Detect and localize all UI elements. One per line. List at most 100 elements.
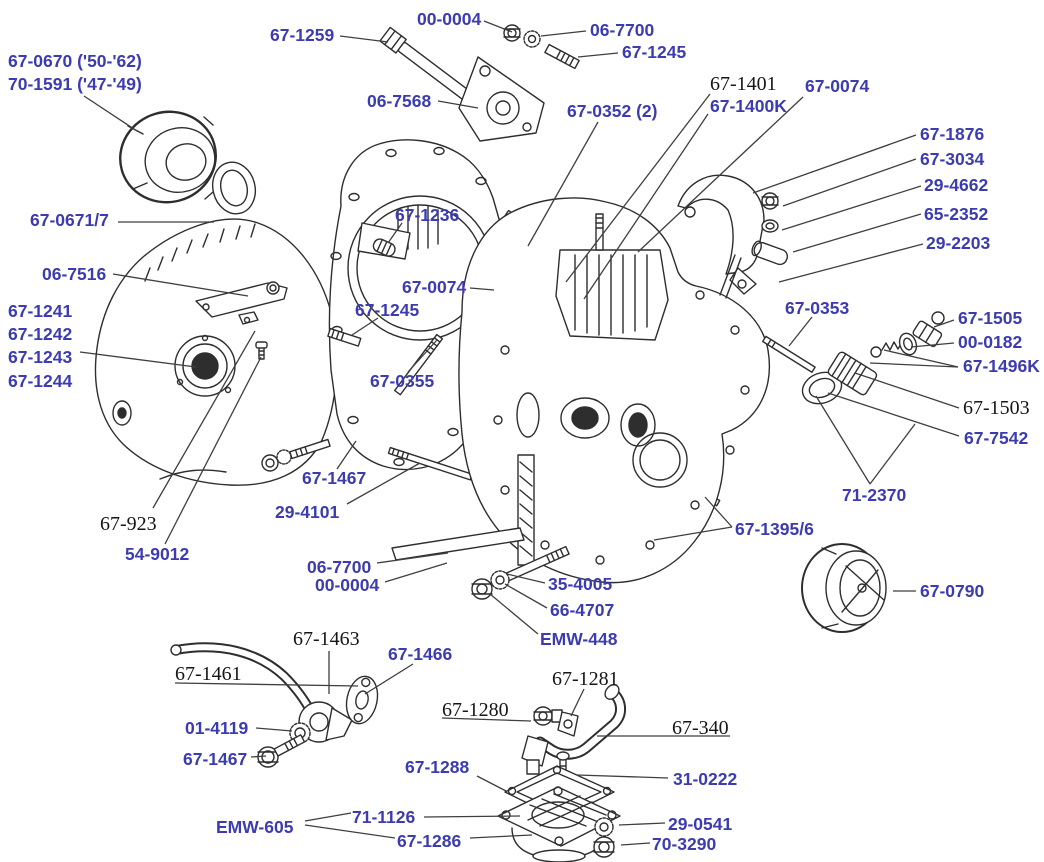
leader-line xyxy=(752,134,917,194)
part-label-67-3034: 67-3034 xyxy=(920,149,984,169)
leader-line xyxy=(250,755,267,758)
leader-line xyxy=(570,688,585,717)
leader-line xyxy=(704,496,733,528)
part-label-67-1236: 67-1236 xyxy=(395,205,459,225)
leader-line xyxy=(376,552,449,564)
leader-line xyxy=(527,121,599,247)
small-screw-drawing xyxy=(255,341,268,360)
leader-line xyxy=(782,158,917,207)
part-label-67-0074: 67-0074 xyxy=(805,76,869,96)
lever-bolt-drawing xyxy=(257,734,306,768)
part-label-71-2370: 71-2370 xyxy=(842,485,906,505)
part-label-29-4662: 29-4662 xyxy=(924,175,988,195)
leader-lines xyxy=(79,20,960,846)
part-label-67-1241: 67-1241 xyxy=(8,301,72,321)
leader-line xyxy=(476,775,507,792)
leader-line xyxy=(576,774,669,779)
cover-bracket-drawing xyxy=(195,281,288,318)
part-label-06-7516: 06-7516 xyxy=(42,264,106,284)
leader-line xyxy=(112,273,249,297)
leader-line xyxy=(933,319,955,328)
leader-line xyxy=(577,52,619,58)
leader-line xyxy=(441,717,532,722)
part-drawings xyxy=(94,24,945,862)
part-label-67-1245: 67-1245 xyxy=(622,42,686,62)
part-label-66-4707: 66-4707 xyxy=(550,600,614,620)
filter-plate-drawing xyxy=(497,786,621,847)
part-label-67-923: 67-923 xyxy=(100,513,157,535)
part-label-01-4119: 01-4119 xyxy=(185,718,249,738)
part-label-06-7568: 06-7568 xyxy=(367,91,431,111)
part-label-70-1591-47-49: 70-1591 ('47-'49) xyxy=(8,74,142,94)
banjo-bolt-drawing xyxy=(533,706,563,726)
clamp-washer-drawing xyxy=(761,219,779,233)
part-label-67-1243: 67-1243 xyxy=(8,347,72,367)
leader-line xyxy=(152,330,256,509)
part-label-67-1503: 67-1503 xyxy=(963,397,1030,419)
leader-line xyxy=(489,593,539,635)
part-label-00-0004: 00-0004 xyxy=(417,9,481,29)
part-label-65-2352: 65-2352 xyxy=(924,204,988,224)
leader-line xyxy=(815,395,871,485)
leader-line xyxy=(565,93,711,283)
leader-line xyxy=(469,287,495,291)
part-label-54-9012: 54-9012 xyxy=(125,544,189,564)
part-label-70-3290: 70-3290 xyxy=(652,834,716,854)
roller-pin-drawing xyxy=(372,238,396,257)
clamp-spacer-drawing xyxy=(751,240,789,266)
part-label-67-7542: 67-7542 xyxy=(964,428,1028,448)
cover-bolt-assembly-drawing xyxy=(261,438,331,472)
part-label-67-1259: 67-1259 xyxy=(270,25,334,45)
release-valve-assembly-drawing xyxy=(762,311,945,405)
sump-star-washer-drawing xyxy=(594,817,614,837)
bracket-plate-drawing xyxy=(458,56,545,142)
part-label-67-1395-6: 67-1395/6 xyxy=(735,519,814,539)
part-label-35-4005: 35-4005 xyxy=(548,574,612,594)
leader-line xyxy=(792,213,922,253)
part-labels: 67-0670 ('50-'62)70-1591 ('47-'49)67-067… xyxy=(8,9,1040,854)
part-label-67-0074: 67-0074 xyxy=(402,277,466,297)
leader-line xyxy=(506,573,546,584)
leader-line xyxy=(255,727,293,732)
part-label-67-1242: 67-1242 xyxy=(8,324,72,344)
leader-line xyxy=(653,526,733,541)
part-label-67-1288: 67-1288 xyxy=(405,757,469,777)
leader-line xyxy=(423,815,521,818)
leader-line xyxy=(336,440,357,470)
part-label-71-1126: 71-1126 xyxy=(352,807,416,827)
part-label-00-0004: 00-0004 xyxy=(315,575,379,595)
leader-line xyxy=(781,185,922,231)
leader-line xyxy=(407,339,438,373)
leader-line xyxy=(469,834,533,839)
leader-line xyxy=(346,462,421,505)
pipe-clip-drawing xyxy=(557,711,579,737)
part-label-67-1467: 67-1467 xyxy=(302,468,366,488)
timing-side-crankcase-drawing xyxy=(391,197,771,584)
part-label-67-1876: 67-1876 xyxy=(920,124,984,144)
leader-line xyxy=(540,30,587,37)
cover-clip-drawing xyxy=(238,311,259,325)
leader-line xyxy=(164,356,262,545)
part-label-67-1286: 67-1286 xyxy=(397,831,461,851)
part-label-31-0222: 31-0222 xyxy=(673,769,737,789)
leader-line xyxy=(304,824,396,839)
part-label-67-1400k: 67-1400K xyxy=(710,96,787,116)
round-cover-drawing xyxy=(801,543,887,633)
leader-line xyxy=(364,663,414,695)
part-label-67-0790: 67-0790 xyxy=(920,581,984,601)
part-label-emw-605: EMW-605 xyxy=(216,817,294,837)
part-label-67-1280: 67-1280 xyxy=(442,699,509,721)
leader-line xyxy=(504,583,548,609)
leader-line xyxy=(384,562,448,583)
leader-line xyxy=(387,222,403,244)
leader-line xyxy=(83,95,138,132)
lever-gasket-drawing xyxy=(345,675,379,725)
main-bearing-drawing xyxy=(119,110,217,204)
part-label-67-1463: 67-1463 xyxy=(293,628,360,650)
leader-line xyxy=(778,243,924,283)
part-label-29-2203: 29-2203 xyxy=(926,233,990,253)
leader-line xyxy=(437,100,479,109)
part-label-67-1466: 67-1466 xyxy=(388,644,452,664)
part-label-67-0355: 67-0355 xyxy=(370,371,434,391)
